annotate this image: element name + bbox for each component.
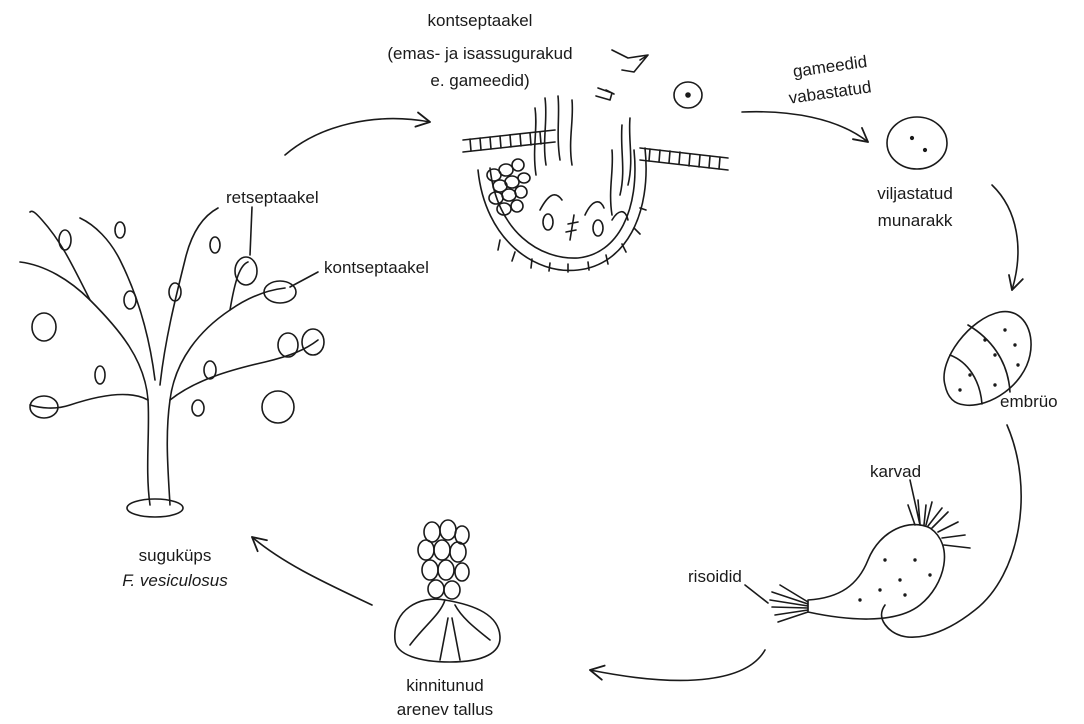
label-gametes-line1: (emas- ja isassugurakud bbox=[360, 43, 600, 64]
label-receptacle: retseptaakel bbox=[226, 187, 319, 208]
oogonia-cluster bbox=[487, 159, 530, 215]
label-conceptacle-title: kontseptaakel bbox=[390, 10, 570, 31]
conceptacle-wall bbox=[478, 148, 646, 270]
label-gametes-line2: e. gameedid) bbox=[390, 70, 570, 91]
thallus-cells bbox=[418, 520, 469, 599]
adult-fucus-figure bbox=[20, 208, 324, 517]
receptacles bbox=[30, 257, 324, 423]
label-adult-species: F. vesiculosus bbox=[100, 570, 250, 591]
label-embryo: embrüo bbox=[1000, 391, 1058, 412]
label-conceptacle-adult: kontseptaakel bbox=[324, 257, 429, 278]
sperm-cells bbox=[596, 50, 648, 100]
label-adult-line1: suguküps bbox=[100, 545, 250, 566]
arrow-germling-to-attached bbox=[590, 650, 765, 680]
label-hairs: karvad bbox=[870, 461, 921, 482]
arrow-egg-to-embryo bbox=[992, 185, 1018, 290]
receptacle-pointer bbox=[250, 207, 252, 255]
label-attached-line2: arenev tallus bbox=[370, 699, 520, 720]
attached-thallus-figure bbox=[395, 520, 500, 662]
arrow-attached-to-adult bbox=[252, 537, 372, 605]
label-rhizoids: risoidid bbox=[688, 566, 742, 587]
thallus-surface-right bbox=[640, 148, 728, 158]
arrow-conceptacle-to-egg bbox=[742, 112, 868, 142]
conceptacle-pointer bbox=[290, 272, 318, 287]
fertilized-egg bbox=[887, 117, 947, 169]
rhizoids-pointer bbox=[745, 585, 768, 603]
label-fertilized-line1: viljastatud bbox=[850, 183, 980, 204]
bladders bbox=[59, 222, 220, 416]
germling-figure bbox=[770, 500, 970, 622]
paraphyses bbox=[535, 96, 631, 240]
arrow-adult-to-conceptacle bbox=[285, 119, 430, 155]
arrow-embryo-to-germling bbox=[882, 425, 1022, 637]
label-attached-line1: kinnitunud bbox=[370, 675, 520, 696]
label-fertilized-line2: munarakk bbox=[850, 210, 980, 231]
